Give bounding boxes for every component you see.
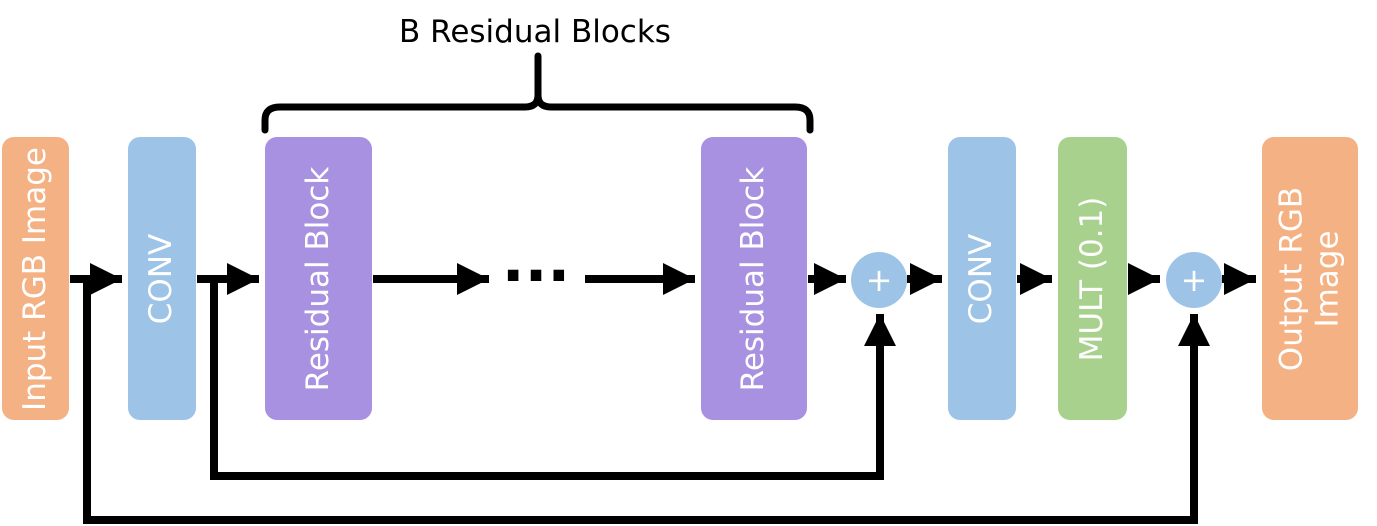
- sum-node-2-symbol: +: [1181, 261, 1208, 299]
- skip-connection-inner: [210, 279, 896, 480]
- residual-block-2: Residual Block: [701, 137, 807, 420]
- conv-block-1: CONV: [128, 137, 196, 420]
- skip-connection-outer: [83, 279, 1210, 524]
- sum-node-2: [1166, 252, 1222, 308]
- residual-block-1: Residual Block: [265, 137, 372, 420]
- conv-block-2: CONV: [948, 137, 1016, 420]
- sum-node-1-symbol: +: [866, 261, 893, 299]
- sum-node-1: [851, 252, 907, 308]
- output-rgb-image-block: Output RGB Image: [1262, 137, 1358, 420]
- input-rgb-image-block: Input RGB Image: [2, 137, 69, 420]
- ellipsis: ···: [502, 241, 570, 311]
- residual-blocks-title: B Residual Blocks: [399, 14, 671, 50]
- mult-block: MULT (0.1): [1058, 137, 1127, 420]
- residual-blocks-brace: [261, 52, 814, 134]
